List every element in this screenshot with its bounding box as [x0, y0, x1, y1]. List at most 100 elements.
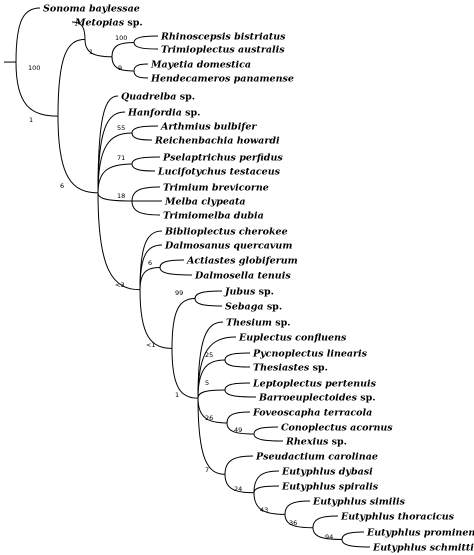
branch-cMet-metopias — [71, 21, 86, 40]
taxon-label-quadrelba: Quadrelba sp. — [121, 92, 195, 103]
taxon-label-eutyphlus_schmitti: Eutyphlus schmitti — [372, 543, 474, 554]
branch-cEd-cEs — [253, 492, 286, 515]
taxon-label-jubus: Jubus sp. — [223, 287, 274, 298]
support-value-n43: 43 — [260, 506, 268, 514]
branch-cMay-hendecameros — [133, 70, 149, 79]
support-value-nlt1: <1 — [146, 341, 156, 349]
branch-cPsel-pselaptrichus — [131, 156, 161, 165]
taxon-label-conoplectus: Conoplectus acornus — [281, 423, 393, 434]
branch-cAct-actiastes — [159, 259, 185, 268]
taxon-label-reichenbachia: Reichenbachia howardi — [154, 136, 280, 147]
taxon-suffix: sp. — [309, 363, 328, 374]
branch-cCono-rhexius — [253, 433, 284, 442]
taxon-label-trimiomelba: Trimiomelba dubia — [163, 211, 264, 222]
taxon-label-actiastes: Actiastes globiferum — [186, 256, 298, 267]
taxon-name: Trimiomelba dubia — [163, 211, 264, 222]
support-value-n18: 18 — [117, 192, 125, 200]
taxon-label-eutyphlus_similis: Eutyphlus similis — [312, 497, 406, 508]
taxon-name: Dalmosella tenuis — [194, 271, 291, 282]
branch-cFov-cCono — [226, 422, 255, 435]
taxon-name: Eutyphlus prominens — [366, 528, 474, 539]
branch-cEd-eutyphlus_dybasi — [253, 470, 280, 493]
taxon-suffix: sp. — [182, 108, 201, 119]
taxon-label-pseudactium: Pseudactium carolinae — [255, 452, 378, 463]
branch-cPsel-lucifotychus — [131, 163, 156, 172]
taxon-name: Thesium — [226, 318, 272, 329]
taxon-suffix: sp. — [264, 302, 283, 313]
branch-cLep-barroeuplectoides — [224, 389, 257, 398]
support-value-n6b: 6 — [148, 259, 152, 267]
support-value-n71: 71 — [117, 154, 125, 162]
branch-cRoot-sonoma — [15, 7, 41, 63]
branch-cOne-cMet — [57, 38, 86, 117]
branch-cNode1-cPseud — [197, 398, 226, 475]
branch-cA-cRhino — [111, 42, 135, 57]
support-value-n24: 24 — [234, 485, 242, 493]
taxon-label-eutyphlus_prominens: Eutyphlus prominens — [366, 528, 474, 539]
taxon-name: Pycnoplectus linearis — [252, 349, 368, 360]
support-value-n55: 55 — [117, 124, 125, 132]
branch-cTrim-trimium — [131, 186, 161, 202]
taxon-label-biblioplectus: Biblioplectus cherokee — [164, 227, 288, 238]
branch-cSix-cTrim — [97, 192, 133, 202]
branch-cSix-cLt3 — [97, 192, 141, 291]
branch-cEt-cEp — [312, 527, 343, 540]
taxon-suffix: sp. — [124, 18, 143, 29]
taxon-name: Eutyphlus schmitti — [372, 543, 474, 554]
branch-cJub-sebaga — [194, 298, 223, 307]
taxon-label-mayetia: Mayetia domestica — [150, 60, 251, 71]
taxon-label-trimioplectus: Trimioplectus australis — [161, 45, 285, 56]
branch-cSix-cPsel — [97, 163, 133, 193]
taxon-name: Rhexius — [285, 437, 329, 448]
taxon-label-pycnoplectus: Pycnoplectus linearis — [252, 349, 368, 360]
taxon-label-lucifotychus: Lucifotychus testaceus — [157, 167, 281, 178]
taxon-label-melba: Melba clypeata — [164, 197, 246, 208]
taxon-name: Thesiastes — [253, 363, 310, 374]
branch-cOne-cSix — [57, 116, 99, 194]
taxon-label-pselaptrichus: Pselaptrichus perfidus — [162, 153, 283, 164]
taxon-name: Metopias — [74, 18, 125, 29]
support-value-n9: 9 — [118, 64, 122, 72]
taxon-label-arthmius: Arthmius bulbifer — [160, 122, 257, 133]
taxon-suffix: sp. — [255, 287, 274, 298]
taxon-name: Pselaptrichus perfidus — [162, 153, 283, 164]
taxon-label-sebaga: Sebaga sp. — [225, 302, 282, 313]
branch-cMay-mayetia — [133, 63, 149, 72]
branch-cNode1-cPyc — [197, 359, 226, 399]
taxon-name: Melba clypeata — [164, 197, 246, 208]
branch-cPyc-pycnoplectus — [224, 352, 251, 361]
taxon-label-metopias: Metopias sp. — [74, 18, 143, 29]
support-value-n26: 26 — [205, 414, 213, 422]
branch-cLt1-cNode1 — [171, 348, 199, 399]
taxon-name: Pseudactium carolinae — [255, 452, 378, 463]
taxon-suffix: sp. — [357, 393, 376, 404]
support-value-n5: 5 — [205, 379, 209, 387]
taxon-label-thesiastes: Thesiastes sp. — [253, 363, 328, 374]
branch-cRhino-trimioplectus — [133, 42, 159, 50]
support-value-n94: 94 — [325, 533, 333, 541]
taxon-name: Hendecameros panamense — [150, 74, 294, 85]
taxon-name: Eutyphlus spiralis — [281, 482, 379, 493]
branch-cPyc-thesiastes — [224, 359, 251, 368]
support-value-nlt3: <3 — [115, 281, 125, 289]
branch-cLt3-cAct — [139, 267, 161, 290]
branch-cEp-eutyphlus_prominens — [341, 531, 365, 540]
support-value-n25: 25 — [205, 351, 213, 359]
taxon-label-foveoscapha: Foveoscapha terracola — [252, 408, 372, 419]
support-value-n7: 7 — [205, 466, 209, 474]
taxon-name: Actiastes globiferum — [186, 256, 298, 267]
support-value-n36: 36 — [289, 519, 297, 527]
taxon-label-leptoplectus: Leptoplectus pertenuis — [252, 379, 377, 390]
taxon-name: Eutyphlus thoracicus — [340, 512, 455, 523]
taxon-label-rhexius: Rhexius sp. — [285, 437, 347, 448]
support-value-n100root: 100 — [28, 64, 40, 72]
taxon-label-rhinoscepsis: Rhinoscepsis bistriatus — [160, 32, 286, 43]
branch-cNode1-cLep — [197, 389, 226, 399]
taxon-name: Barroeuplectoides — [258, 393, 358, 404]
taxon-label-eutyphlus_dybasi: Eutyphlus dybasi — [281, 467, 373, 478]
branch-cEs-eutyphlus_similis — [284, 500, 311, 515]
taxon-name: Foveoscapha terracola — [252, 408, 372, 419]
taxon-suffix: sp. — [176, 92, 195, 103]
